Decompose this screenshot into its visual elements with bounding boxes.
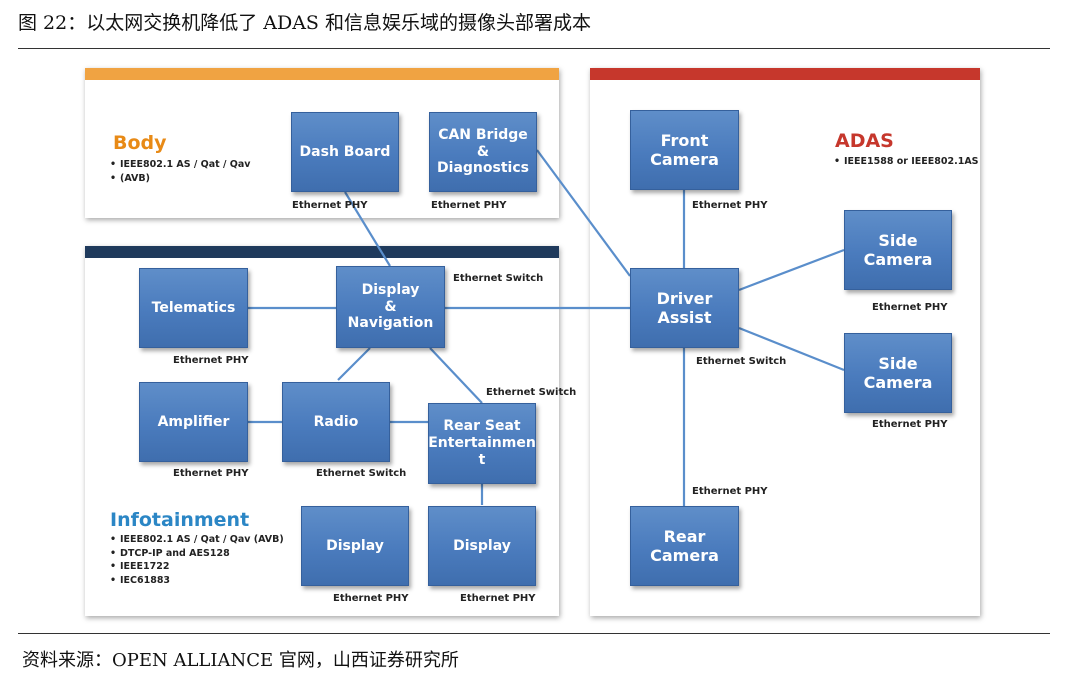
link-can-driver xyxy=(536,149,631,277)
label-radio-switch: Ethernet Switch xyxy=(316,468,407,479)
node-side-camera-bottom: Side Camera xyxy=(844,333,952,413)
label-driver-switch: Ethernet Switch xyxy=(696,356,787,367)
node-telematics: Telematics xyxy=(139,268,248,348)
label-telematics-phy: Ethernet PHY xyxy=(173,355,249,366)
node-driver-assist: Driver Assist xyxy=(630,268,739,348)
label-amplifier-phy: Ethernet PHY xyxy=(173,468,249,479)
node-side-camera-bottom-label: Side Camera xyxy=(863,353,933,392)
node-display-navigation: Display & Navigation xyxy=(336,266,445,348)
node-dash-board: Dash Board xyxy=(291,112,399,192)
infotainment-title: Infotainment xyxy=(110,509,250,531)
adas-panel-bar xyxy=(590,68,980,80)
label-dash-phy: Ethernet PHY xyxy=(292,200,368,211)
node-dash-board-label: Dash Board xyxy=(299,143,391,160)
node-front-camera-label: Front Camera xyxy=(650,130,719,169)
label-rear-seat-switch: Ethernet Switch xyxy=(486,387,577,398)
node-telematics-label: Telematics xyxy=(151,299,236,316)
body-bullets: IEEE802.1 AS / Qat / Qav (AVB) xyxy=(108,158,250,185)
node-side-camera-top: Side Camera xyxy=(844,210,952,290)
node-display-right: Display xyxy=(428,506,536,586)
node-radio: Radio xyxy=(282,382,390,462)
adas-bullets: IEEE1588 or IEEE802.1AS xyxy=(832,155,979,169)
body-panel-bar xyxy=(85,68,559,80)
label-display-left-phy: Ethernet PHY xyxy=(333,593,409,604)
title-rule xyxy=(18,48,1050,49)
node-display-navigation-label: Display & Navigation xyxy=(347,281,434,332)
node-display-left-label: Display xyxy=(326,537,384,554)
label-display-right-phy: Ethernet PHY xyxy=(460,593,536,604)
label-rear-camera-phy: Ethernet PHY xyxy=(692,486,768,497)
node-driver-assist-label: Driver Assist xyxy=(656,288,713,327)
infotainment-panel-bar xyxy=(85,246,559,258)
node-can-bridge: CAN Bridge & Diagnostics xyxy=(429,112,537,192)
source-rule xyxy=(18,633,1050,634)
link-dashboard-display xyxy=(344,191,391,267)
node-rear-seat-label: Rear Seat Entertainmen t xyxy=(428,418,536,468)
node-display-right-label: Display xyxy=(453,537,511,554)
node-radio-label: Radio xyxy=(313,413,359,430)
label-side-top-phy: Ethernet PHY xyxy=(872,302,948,313)
link-display-radio xyxy=(337,347,371,381)
node-can-bridge-label: CAN Bridge & Diagnostics xyxy=(437,126,529,177)
infotainment-bullets: IEEE802.1 AS / Qat / Qav (AVB) DTCP-IP a… xyxy=(108,533,284,587)
label-side-bottom-phy: Ethernet PHY xyxy=(872,419,948,430)
body-title: Body xyxy=(113,132,167,154)
node-front-camera: Front Camera xyxy=(630,110,739,190)
infotainment-bullet: IEC61883 xyxy=(108,574,284,588)
node-rear-camera: Rear Camera xyxy=(630,506,739,586)
body-bullet: IEEE802.1 AS / Qat / Qav xyxy=(108,158,250,172)
adas-bullet: IEEE1588 or IEEE802.1AS xyxy=(832,155,979,169)
label-front-camera-phy: Ethernet PHY xyxy=(692,200,768,211)
body-bullet-continued: (AVB) xyxy=(108,172,250,186)
node-rear-camera-label: Rear Camera xyxy=(650,526,719,565)
figure-title: 图 22：以太网交换机降低了 ADAS 和信息娱乐域的摄像头部署成本 xyxy=(18,12,591,34)
infotainment-bullet: DTCP-IP and AES128 xyxy=(108,547,284,561)
node-amplifier: Amplifier xyxy=(139,382,248,462)
infotainment-bullet: IEEE1722 xyxy=(108,560,284,574)
label-display-nav-switch: Ethernet Switch xyxy=(453,273,544,284)
label-can-phy: Ethernet PHY xyxy=(431,200,507,211)
node-rear-seat: Rear Seat Entertainmen t xyxy=(428,403,536,484)
link-display-rearseat xyxy=(429,347,483,404)
node-display-left: Display xyxy=(301,506,409,586)
link-driver-sidetop xyxy=(738,248,845,292)
link-driver-sidebottom xyxy=(738,326,845,372)
figure-source: 资料来源：OPEN ALLIANCE 官网，山西证券研究所 xyxy=(22,650,459,671)
infotainment-bullet: IEEE802.1 AS / Qat / Qav (AVB) xyxy=(108,533,284,547)
node-amplifier-label: Amplifier xyxy=(157,413,230,430)
adas-title: ADAS xyxy=(835,130,894,152)
node-side-camera-top-label: Side Camera xyxy=(863,230,933,269)
